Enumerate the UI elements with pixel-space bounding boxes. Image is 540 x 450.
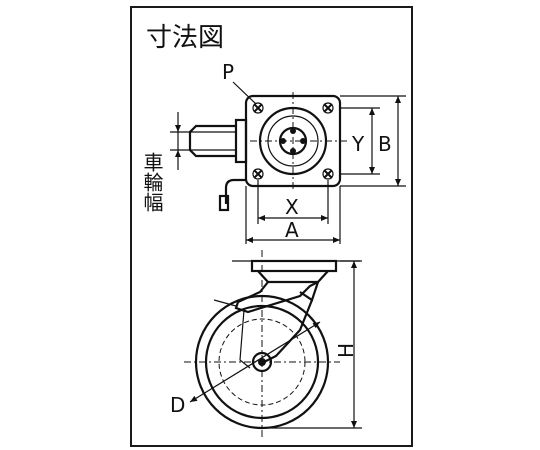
swivel-bearing <box>257 270 329 284</box>
label-d: D <box>170 393 185 417</box>
label-p: P <box>222 60 234 84</box>
label-b: B <box>378 132 392 156</box>
label-a: A <box>285 218 299 242</box>
bolt-hole <box>252 102 264 114</box>
label-wheel-width: 車輪幅 <box>140 152 164 212</box>
bolt-hole <box>252 168 264 180</box>
diameter-dimension <box>189 321 321 403</box>
brake-pedal <box>224 178 246 204</box>
bolt-hole <box>322 168 334 180</box>
side-view: D H <box>170 250 362 440</box>
bolt-hole <box>322 102 334 114</box>
drawing-frame <box>130 6 413 447</box>
brake-bracket <box>188 124 236 158</box>
brake-housing <box>234 118 248 164</box>
top-view: P <box>170 60 406 244</box>
label-h: H <box>334 343 358 358</box>
label-x: X <box>285 195 299 219</box>
p-leader-line <box>232 81 257 105</box>
label-y: Y <box>351 132 365 156</box>
diagram-title: 寸法図 <box>146 23 224 53</box>
side-top-plate <box>250 259 338 273</box>
